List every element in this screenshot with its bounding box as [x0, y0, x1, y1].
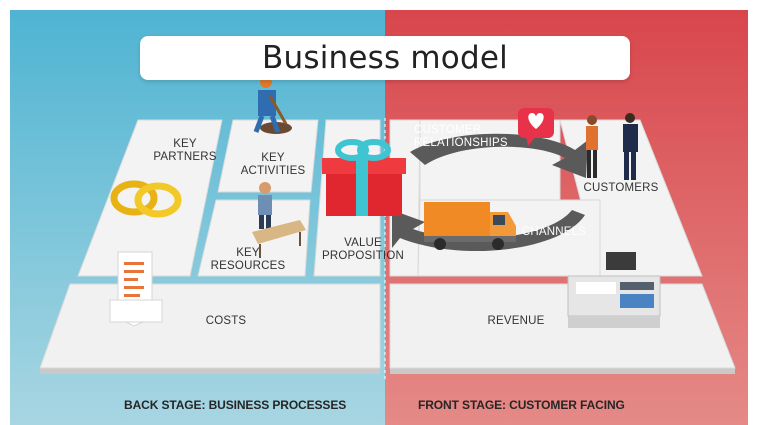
key-activities-label-line1: KEY	[261, 152, 285, 164]
delivery-truck-icon	[424, 202, 516, 250]
revenue-tile	[389, 283, 736, 369]
key-resources-label-line2: RESOURCES	[210, 260, 286, 272]
channels-label: CHANNELS	[521, 226, 587, 238]
customers-label: CUSTOMERS	[583, 182, 659, 194]
key-activities-tile	[217, 119, 319, 193]
key-activities-label-line2: ACTIVITIES	[240, 165, 306, 177]
page-title: Business model	[262, 40, 508, 76]
key-partners-label: KEY PARTNERS	[150, 138, 220, 164]
receipt-icon	[109, 251, 163, 327]
back-stage-label: BACK STAGE: BUSINESS PROCESSES	[124, 398, 347, 412]
title-banner: Business model	[140, 36, 630, 80]
costs-label: COSTS	[205, 315, 247, 327]
key-partners-label-line2: PARTNERS	[153, 151, 217, 163]
revenue-label: REVENUE	[487, 315, 545, 327]
worker-digging-icon	[253, 76, 292, 134]
key-resources-label: KEY RESOURCES	[206, 247, 290, 273]
customer-relationships-label-line1: CUSTOMER	[414, 124, 482, 136]
key-partners-label-line1: KEY	[173, 138, 197, 150]
front-stage-label: FRONT STAGE: CUSTOMER FACING	[418, 398, 625, 412]
key-resources-label-line1: KEY	[236, 247, 260, 259]
customers-icon	[586, 113, 638, 180]
heart-bubble-icon	[518, 108, 554, 146]
value-proposition-label-line2: PROPOSITION	[321, 250, 405, 262]
key-partners-tile	[77, 119, 223, 277]
customer-relationships-label: CUSTOMER RELATIONSHIPS	[414, 124, 522, 150]
key-activities-label: KEY ACTIVITIES	[236, 152, 310, 178]
gift-box-icon	[322, 139, 406, 216]
customer-relationships-label-line2: RELATIONSHIPS	[414, 137, 508, 149]
key-resources-tile	[197, 199, 311, 277]
cash-register-icon	[567, 252, 661, 328]
value-proposition-label: VALUE PROPOSITION	[314, 237, 412, 263]
gold-rings-icon	[110, 180, 182, 218]
presenter-icon	[252, 182, 306, 258]
value-proposition-label-line1: VALUE	[344, 237, 382, 249]
